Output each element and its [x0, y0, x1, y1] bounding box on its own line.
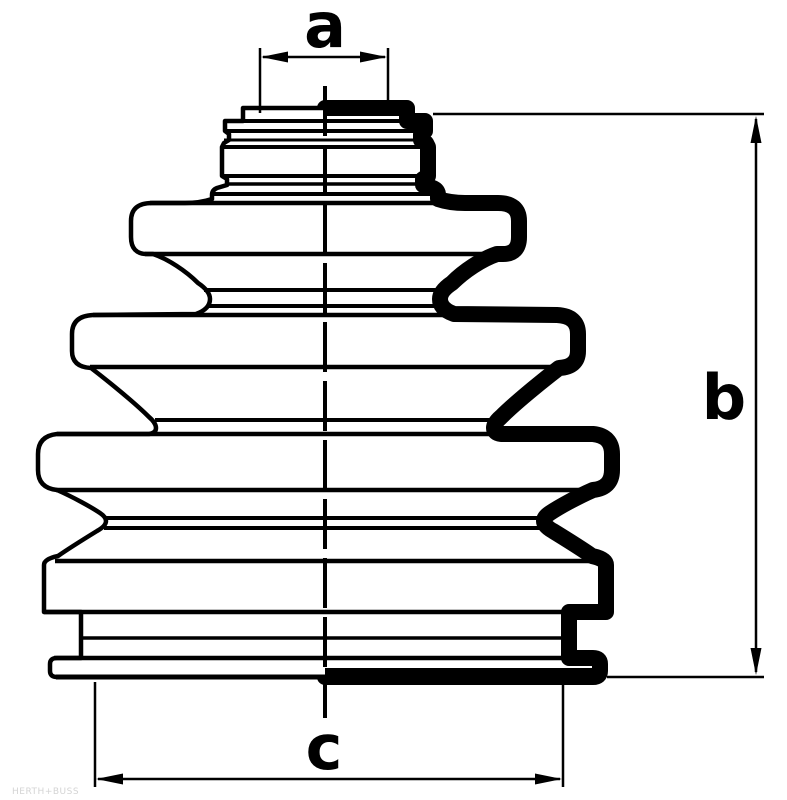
- dim-label-a: a: [304, 0, 346, 62]
- dimension-b: [433, 112, 764, 679]
- boot-left-outline: [35, 105, 328, 680]
- dim-b-arrow-bottom: [750, 648, 762, 675]
- dim-label-c: c: [306, 711, 343, 784]
- boot-right-silhouette: [317, 100, 620, 685]
- dim-c-arrow-right: [535, 773, 562, 785]
- dim-b-arrow-top: [750, 116, 762, 143]
- dimension-c: [93, 682, 565, 787]
- dim-label-b: b: [702, 361, 746, 434]
- dim-a-arrow-left: [261, 51, 288, 63]
- dimension-a: [258, 48, 390, 113]
- dim-c-arrow-left: [96, 773, 123, 785]
- dim-a-arrow-right: [360, 51, 387, 63]
- brand-watermark: HERTH+BUSS: [12, 787, 79, 797]
